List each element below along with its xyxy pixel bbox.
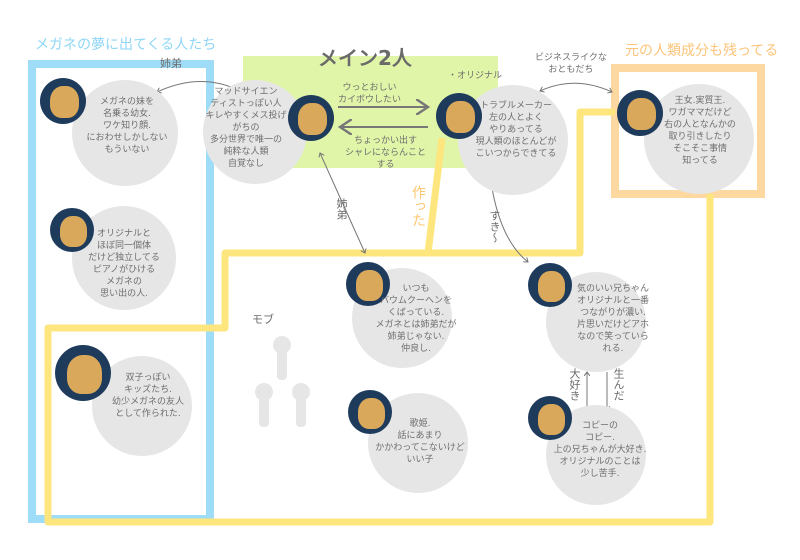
character-description: メガネの妹を 名乗る幼女. ワケ知り顔. におわせしかしない もういない (86, 97, 168, 155)
character-description: 王女.実質王. ワガママだけど 右の人となんかの 取り引きしたり そこそこ事情 … (664, 96, 736, 166)
siblings-label-top: 姉弟 (160, 57, 182, 70)
character-description: マッドサイエン ティストっぽい人 キレやすくメス投げ がちの 多分世界で唯一の … (205, 87, 287, 169)
love-label: 大好き (568, 368, 581, 401)
character-avatar[interactable] (288, 95, 334, 141)
annoying-label: ウっとおしい カイボウしたい (338, 83, 402, 105)
mob-label: モブ (252, 313, 274, 326)
mob-silhouettes (255, 336, 310, 427)
original-human-title: 元の人類成分も残ってる (625, 43, 779, 59)
original-label: ・オリジナル (448, 71, 503, 81)
character-avatar[interactable] (528, 396, 572, 440)
character-description: 双子っぽい キッズたち. 幼少メガネの友人 として作られた. (111, 373, 184, 419)
relation-arrows (157, 81, 612, 410)
character-avatar[interactable] (346, 262, 390, 306)
original-human-box (611, 64, 765, 198)
character-avatar[interactable] (436, 93, 482, 139)
character-description: 歌姫. 話にあまり かかわってこないけど いい子 (375, 419, 465, 465)
tease-label: ちょっかい出す シャレにならんこと する (345, 136, 427, 170)
dream-people-title: メガネの夢に出てくる人たち (35, 37, 217, 53)
character-avatar[interactable] (55, 345, 111, 401)
like-label: すき〜 (488, 210, 501, 243)
character-avatar[interactable] (50, 208, 94, 252)
business-label: ビジネスライクな おともだち (535, 53, 607, 75)
character-avatar[interactable] (528, 263, 572, 307)
gave-birth-label: 生んだ (612, 368, 625, 401)
character-bubble (644, 84, 754, 194)
character-description: コピーの コピー. 上の兄ちゃんが大好き. オリジナルのことは 少し苦手. (553, 421, 647, 479)
made-label: 作った (410, 185, 426, 227)
character-description: いつも バウムクーヘンを くばっている. メガネとは姉弟だが 姉弟じゃない. 仲… (375, 284, 457, 354)
character-avatar[interactable] (40, 78, 86, 124)
character-avatar[interactable] (617, 90, 663, 136)
character-avatar[interactable] (348, 390, 392, 434)
character-description: トラブルメーカー 左の人とよく やりあってる 現人類のほとんどが こいつからでき… (475, 101, 557, 159)
character-bubble (72, 80, 178, 186)
copy-lineage-lines (44, 108, 714, 526)
siblings-label-mid: 姉弟 (335, 198, 348, 220)
main-pair-title: メイン2人 (318, 46, 412, 70)
character-description: オリジナルと ほぼ同一個体 だけど独立してる ピアノがひける メガネの 思い出の… (88, 229, 160, 299)
character-description: 気のいい兄ちゃん オリジナルと一番 つながりが濃い. 片思いだけどアホ なので笑… (576, 284, 649, 354)
character-bubble (203, 80, 307, 184)
